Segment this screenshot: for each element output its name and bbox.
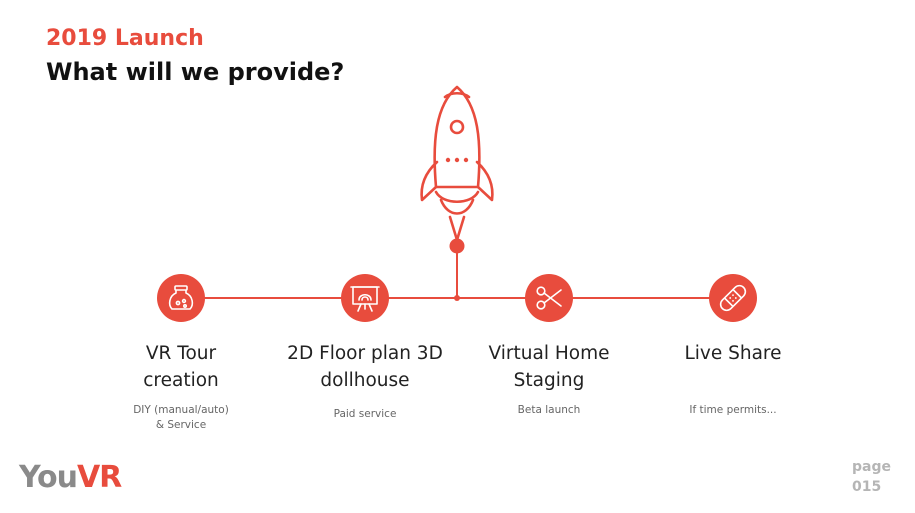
page-label: page: [852, 459, 891, 475]
step-note-1-line-1: DIY (manual/auto): [133, 404, 229, 416]
rocket-icon: [420, 85, 494, 242]
step-title-4-line-1: Live Share: [684, 343, 782, 364]
step-note-3-line-1: Beta launch: [517, 404, 581, 416]
step-title-2: 2D Floor plan 3D dollhouse: [270, 340, 460, 394]
step-title-2-line-2: dollhouse: [320, 370, 410, 391]
step-node-4: [709, 274, 757, 322]
youvr-logo: YouVR: [19, 460, 122, 495]
step-note-2: Paid service: [270, 407, 460, 422]
step-note-4: If time permits...: [638, 403, 828, 418]
logo-you-text: You: [19, 460, 78, 495]
step-title-1: VR Tour creation: [86, 340, 276, 394]
step-title-3: Virtual Home Staging: [454, 340, 644, 394]
page-number: 015: [852, 479, 882, 495]
step-node-1: [157, 274, 205, 322]
potion-jar-icon: [168, 285, 194, 310]
rocket-dots: [445, 157, 469, 163]
step-title-1-line-2: creation: [143, 370, 219, 391]
step-node-2: [341, 274, 389, 322]
step-note-3: Beta launch: [454, 403, 644, 418]
step-node-3: [525, 274, 573, 322]
step-title-3-line-1: Virtual Home: [488, 343, 610, 364]
rocket-stem-dot: [454, 295, 460, 301]
slide-kicker: 2019 Launch: [46, 26, 204, 51]
slide-title: What will we provide?: [46, 58, 345, 86]
step-title-4: Live Share: [638, 340, 828, 367]
step-title-1-line-1: VR Tour: [145, 343, 217, 364]
step-note-1-line-2: & Service: [155, 419, 207, 431]
step-title-3-line-2: Staging: [513, 370, 585, 391]
presentation-board-icon: [350, 286, 380, 312]
bandage-icon: [719, 284, 747, 312]
step-title-2-line-1: 2D Floor plan 3D: [287, 343, 443, 364]
step-note-2-line-1: Paid service: [333, 408, 397, 420]
scissors-icon: [536, 286, 562, 310]
step-note-4-line-1: If time permits...: [689, 404, 777, 416]
rocket-exhaust-dot: [449, 238, 465, 254]
step-note-1: DIY (manual/auto) & Service: [86, 403, 276, 433]
logo-vr-text: VR: [76, 460, 122, 495]
